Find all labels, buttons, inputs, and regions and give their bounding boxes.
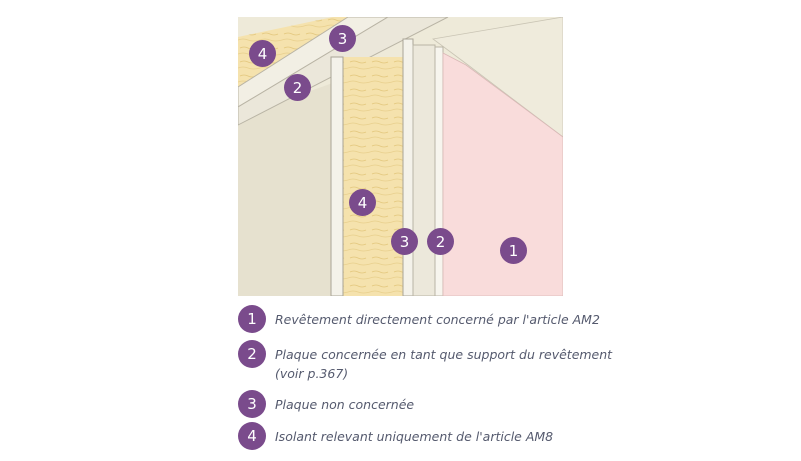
callout-ceiling-board: 2 (284, 74, 311, 101)
callout-ceiling-stud: 3 (329, 25, 356, 52)
callout-wall-board: 2 (427, 228, 454, 255)
wall-board (412, 44, 436, 297)
wall-stud (402, 38, 414, 297)
legend-item-2: 2 Plaque concernée en tant que support d… (238, 340, 615, 383)
legend-badge-3: 3 (238, 390, 266, 418)
wall-board-edge (434, 46, 444, 297)
callout-wall-stud: 3 (391, 228, 418, 255)
legend-item-4: 4 Isolant relevant uniquement de l'artic… (238, 422, 615, 450)
legend-badge-2: 2 (238, 340, 266, 368)
callout-wall-coating: 1 (500, 237, 527, 264)
legend-text-4: Isolant relevant uniquement de l'article… (275, 429, 554, 444)
legend-text-1: Revêtement directement concerné par l'ar… (275, 312, 600, 327)
legend-text-3: Plaque non concernée (275, 397, 415, 412)
wall-insulation (341, 57, 403, 296)
legend-item-3: 3 Plaque non concernée (238, 390, 615, 418)
legend-badge-1: 1 (238, 305, 266, 333)
wall-ceiling-illustration: 4 3 2 4 3 2 1 (237, 16, 564, 297)
wall-ceiling-drawing (237, 16, 564, 297)
legend-badge-4: 4 (238, 422, 266, 450)
callout-ceiling-insulation: 4 (249, 40, 276, 67)
legend-text-2: Plaque concernée en tant que support du … (275, 347, 613, 381)
legend-item-1: 1 Revêtement directement concerné par l'… (238, 305, 615, 333)
callout-wall-insulation: 4 (349, 189, 376, 216)
wall-stud-left (330, 56, 344, 297)
